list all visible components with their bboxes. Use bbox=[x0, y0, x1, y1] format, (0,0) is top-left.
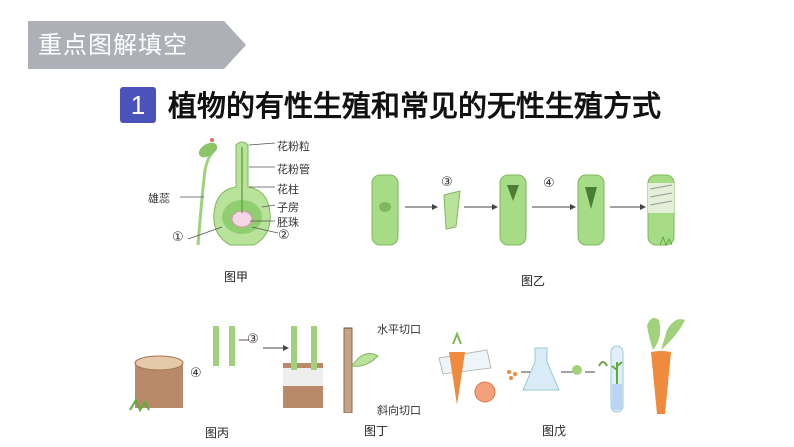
flower-pollination-diagram bbox=[180, 138, 279, 246]
caption-wu: 图戊 bbox=[542, 424, 567, 438]
marker-two: ② bbox=[278, 228, 290, 243]
label-style: 花柱 bbox=[277, 183, 299, 196]
marker-four-yi: ④ bbox=[543, 176, 555, 191]
label-ovule: 胚珠 bbox=[277, 216, 299, 229]
caption-ding: 图丁 bbox=[364, 424, 389, 438]
bud-grafting-diagram bbox=[371, 174, 675, 247]
label-pollen-tube: 花粉管 bbox=[277, 163, 310, 176]
tissue-culture-diagram bbox=[438, 318, 685, 414]
cutting-diagram bbox=[343, 327, 379, 413]
label-ovary: 子房 bbox=[277, 201, 299, 214]
marker-three-bing: ③ bbox=[247, 332, 259, 347]
label-stamen: 雄蕊 bbox=[148, 192, 170, 205]
caption-yi: 图乙 bbox=[521, 274, 546, 288]
marker-four-bing: ④ bbox=[190, 366, 202, 381]
banner-label: 重点图解填空 bbox=[38, 31, 188, 59]
section-title: 植物的有性生殖和常见的无性生殖方式 bbox=[168, 89, 662, 123]
caption-bing: 图丙 bbox=[205, 426, 230, 440]
caption-jia: 图甲 bbox=[224, 270, 249, 284]
banner-arrow-shape bbox=[28, 21, 246, 69]
marker-one: ① bbox=[172, 230, 184, 245]
label-pollen: 花粉粒 bbox=[277, 140, 310, 153]
section-number-badge: 1 bbox=[120, 87, 156, 123]
label-oblique-cut: 斜向切口 bbox=[377, 404, 421, 417]
label-horizontal-cut: 水平切口 bbox=[377, 323, 421, 336]
branch-grafting-diagram bbox=[129, 326, 323, 413]
marker-three-yi: ③ bbox=[441, 175, 453, 190]
section-banner: 重点图解填空 bbox=[28, 21, 246, 69]
